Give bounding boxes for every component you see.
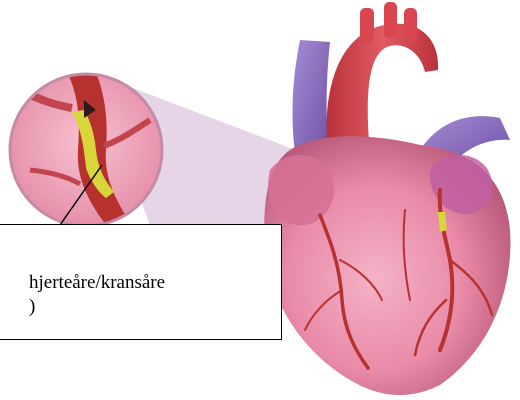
aortic-branch-1 <box>360 8 374 42</box>
right-atrium <box>268 155 334 225</box>
aortic-branch-3 <box>404 8 417 42</box>
aortic-branch-2 <box>384 2 397 38</box>
callout-box: hjerteåre/kransåre ) <box>0 224 282 340</box>
callout-text: hjerteåre/kransåre ) <box>29 271 165 319</box>
callout-line-1: hjerteåre/kransåre <box>29 272 165 293</box>
callout-line-2: ) <box>29 296 35 317</box>
